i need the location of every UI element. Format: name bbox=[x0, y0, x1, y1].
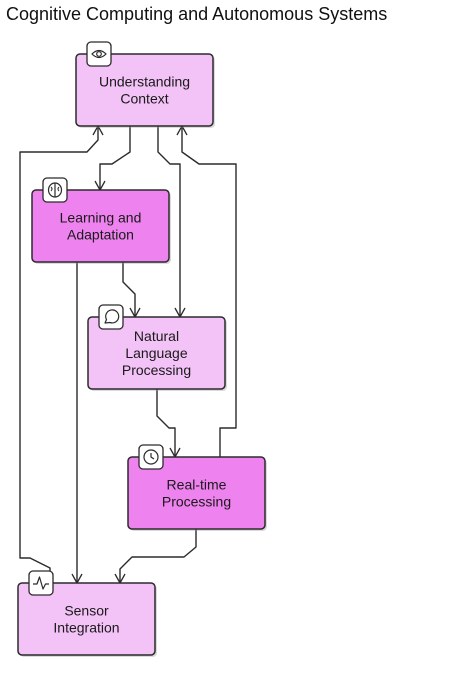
pulse-icon bbox=[28, 570, 54, 596]
diagram-title: Cognitive Computing and Autonomous Syste… bbox=[6, 4, 388, 24]
node-label-line: Real-time bbox=[167, 477, 227, 493]
node-label-line: Integration bbox=[53, 620, 119, 636]
edges-layer bbox=[19, 124, 237, 585]
edge-understanding-to-nlp bbox=[157, 126, 186, 319]
edge-nlp-to-realtime bbox=[156, 389, 181, 459]
edge-understanding-to-learning bbox=[94, 126, 131, 192]
node-box bbox=[75, 53, 214, 127]
eye-icon bbox=[86, 41, 112, 67]
node-box bbox=[87, 316, 226, 390]
edge-learning-to-nlp bbox=[122, 262, 141, 319]
chat-bubble-icon bbox=[98, 304, 124, 330]
node-label-line: Natural bbox=[134, 328, 179, 344]
node-label-line: Processing bbox=[122, 362, 191, 378]
edge-realtime-to-understanding bbox=[176, 124, 237, 457]
node-label-line: Sensor bbox=[64, 603, 109, 619]
edge-realtime-to-sensor bbox=[114, 529, 197, 585]
edge-sensor-to-understanding bbox=[19, 124, 104, 583]
brain-icon bbox=[42, 177, 68, 203]
node-box bbox=[127, 456, 266, 530]
node-label-line: Adaptation bbox=[67, 227, 134, 243]
clock-icon bbox=[138, 444, 164, 470]
node-box bbox=[31, 189, 170, 263]
node-label-line: Understanding bbox=[99, 74, 190, 90]
node-label-line: Processing bbox=[162, 494, 231, 510]
node-label-line: Context bbox=[120, 91, 168, 107]
node-label-line: Learning and bbox=[60, 210, 142, 226]
node-label-line: Language bbox=[125, 345, 188, 361]
node-box bbox=[17, 582, 156, 656]
